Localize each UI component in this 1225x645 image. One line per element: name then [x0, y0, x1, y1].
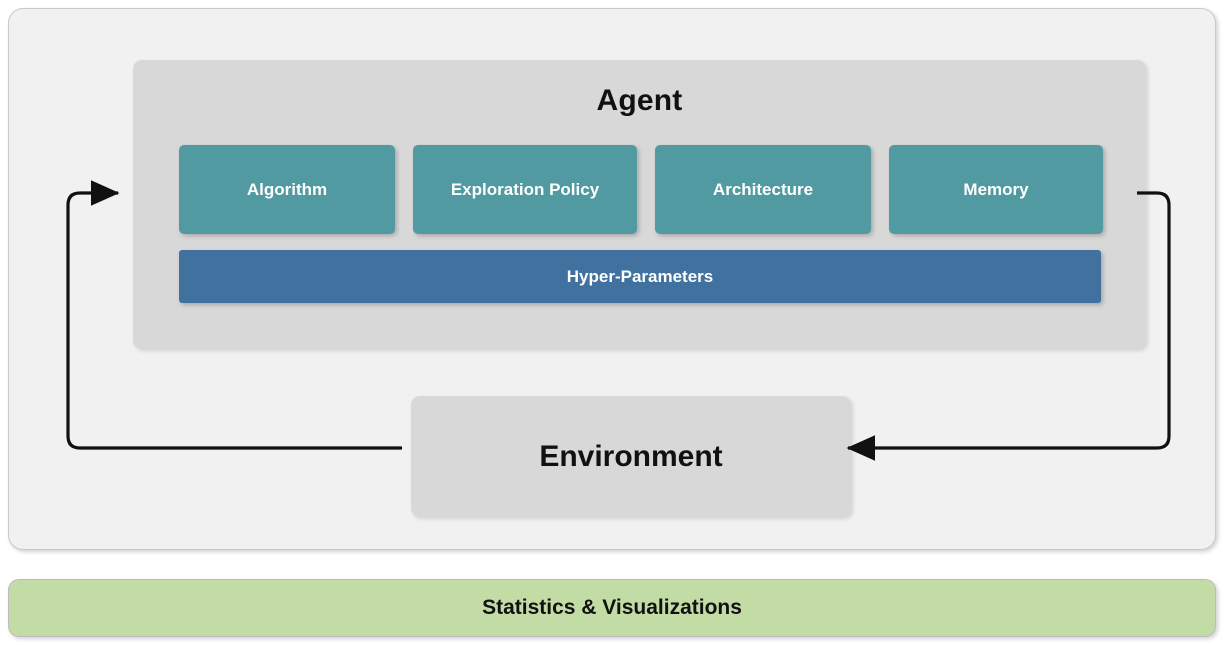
statistics-visualizations-bar[interactable]: Statistics & Visualizations: [8, 579, 1216, 637]
component-card-memory[interactable]: Memory: [889, 145, 1103, 234]
component-card-architecture[interactable]: Architecture: [655, 145, 871, 234]
statistics-label: Statistics & Visualizations: [482, 596, 742, 619]
component-card-algorithm[interactable]: Algorithm: [179, 145, 395, 234]
framework-panel: Agent Algorithm Exploration Policy Archi…: [8, 8, 1216, 550]
agent-container[interactable]: Agent Algorithm Exploration Policy Archi…: [133, 60, 1146, 349]
environment-title: Environment: [539, 439, 723, 473]
hyper-parameters-bar[interactable]: Hyper-Parameters: [179, 250, 1101, 303]
component-card-exploration-policy[interactable]: Exploration Policy: [413, 145, 637, 234]
agent-title: Agent: [596, 84, 683, 117]
environment-container[interactable]: Environment: [411, 396, 851, 517]
agent-component-row: Algorithm Exploration Policy Architectur…: [179, 145, 1103, 234]
